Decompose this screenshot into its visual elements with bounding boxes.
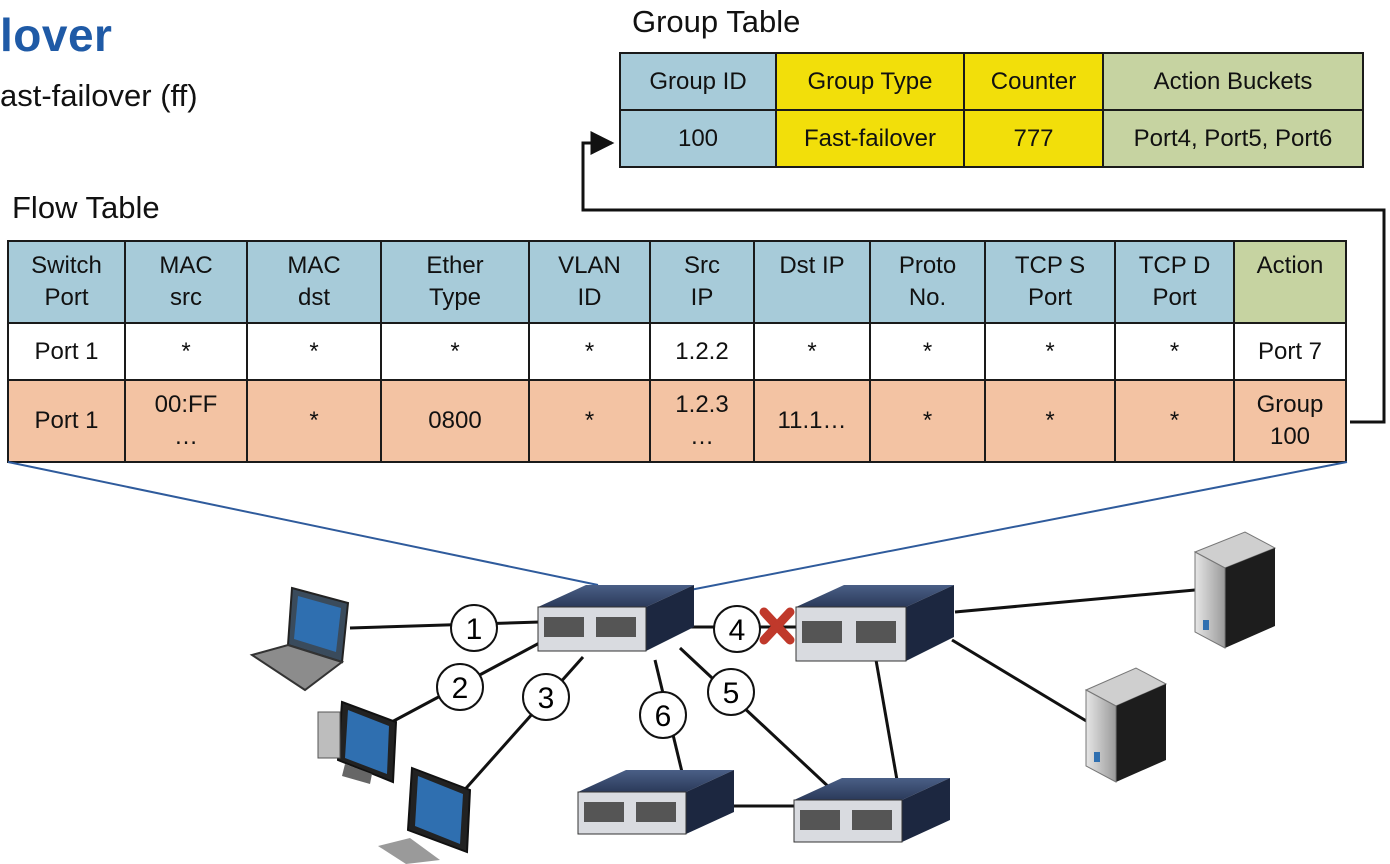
link-server-top: [954, 588, 1196, 614]
server-icon: [1193, 531, 1277, 649]
flow-table-caption: Flow Table: [12, 190, 160, 225]
table-row: Port 1 00:FF… * 0800 * 1.2.3… 11.1… * * …: [7, 379, 1347, 463]
link-1: [349, 620, 541, 630]
monitor-icon: [378, 766, 472, 864]
flow-cell: *: [1114, 379, 1235, 463]
port-label-1: 1: [450, 604, 498, 652]
zoom-line-right: [689, 461, 1348, 591]
group-header-counter: Counter: [963, 52, 1104, 111]
group-cell-id: 100: [619, 109, 777, 168]
group-header-id: Group ID: [619, 52, 777, 111]
flow-cell: *: [984, 379, 1116, 463]
flow-cell: *: [1114, 322, 1235, 381]
monitor-icon: [317, 700, 398, 784]
flow-cell: *: [124, 322, 248, 381]
group-cell-counter: 777: [963, 109, 1104, 168]
svg-text:4: 4: [729, 614, 746, 647]
svg-text:2: 2: [452, 672, 469, 705]
flow-cell: 0800: [380, 379, 530, 463]
port-label-4: 4: [713, 605, 761, 653]
group-header-buckets: Action Buckets: [1102, 52, 1364, 111]
port-label-2: 2: [436, 663, 484, 711]
flow-cell: 1.2.2: [649, 322, 755, 381]
group-cell-type: Fast-failover: [775, 109, 965, 168]
group-pointer-arrow: [581, 131, 1386, 424]
flow-header-dst-ip: Dst IP: [753, 240, 871, 324]
link-sw-right-bottom: [874, 659, 899, 781]
flow-cell: *: [380, 322, 530, 381]
group-header-type: Group Type: [775, 52, 965, 111]
switch-main: [537, 585, 694, 652]
flow-cell: *: [528, 379, 651, 463]
flow-cell: 00:FF…: [124, 379, 248, 463]
slide-subtitle: ast-failover (ff): [0, 78, 198, 113]
flow-cell: Port 1: [7, 379, 126, 463]
flow-cell: *: [869, 379, 986, 463]
switch-right: [795, 585, 954, 662]
switch-bottom-right: [793, 778, 950, 843]
flow-cell: Port 7: [1233, 322, 1347, 381]
port-label-5: 5: [707, 668, 755, 716]
link-server-bottom: [951, 638, 1089, 724]
flow-cell: *: [984, 322, 1116, 381]
flow-cell: 1.2.3…: [649, 379, 755, 463]
flow-header-action: Action: [1233, 240, 1347, 324]
flow-cell: Port 1: [7, 322, 126, 381]
zoom-line-left: [7, 461, 599, 586]
link-5: [678, 646, 834, 792]
group-table-caption: Group Table: [632, 4, 801, 39]
failure-x-icon: [759, 607, 795, 645]
table-row: Port 1 * * * * 1.2.2 * * * * Port 7: [7, 322, 1347, 381]
flow-cell: *: [869, 322, 986, 381]
svg-text:5: 5: [723, 677, 740, 710]
slide-title: lover: [0, 9, 113, 61]
port-label-6: 6: [639, 691, 687, 739]
svg-text:1: 1: [466, 613, 483, 646]
flow-cell: *: [246, 322, 382, 381]
flow-cell: *: [753, 322, 871, 381]
flow-cell: *: [246, 379, 382, 463]
server-icon: [1084, 667, 1168, 783]
port-label-3: 3: [522, 673, 570, 721]
laptop-icon: [249, 586, 350, 692]
svg-text:6: 6: [655, 700, 672, 733]
svg-text:3: 3: [538, 682, 555, 715]
switch-bottom-left: [577, 770, 734, 835]
flow-cell: *: [528, 322, 651, 381]
group-cell-buckets: Port4, Port5, Port6: [1102, 109, 1364, 168]
group-table: Group ID Group Type Counter Action Bucke…: [619, 52, 1364, 168]
flow-cell: 11.1…: [753, 379, 871, 463]
